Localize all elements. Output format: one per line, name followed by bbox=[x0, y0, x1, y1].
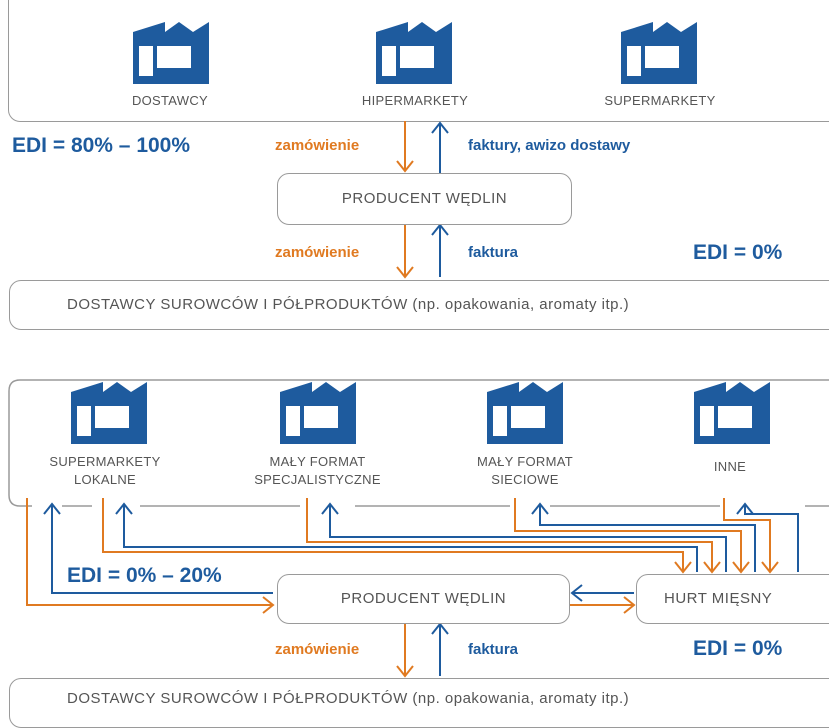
producer-box-bottom bbox=[277, 574, 570, 624]
suppliers-label-top: DOSTAWCY SUROWCÓW I PÓŁPRODUKTÓW (np. op… bbox=[67, 296, 630, 313]
order-label-bottom: zamówienie bbox=[275, 641, 360, 658]
building-icon-maly-format-specjalistyczne bbox=[280, 382, 356, 444]
edi-top: EDI = 80% – 100% bbox=[12, 134, 191, 157]
suppliers-label-bottom: DOSTAWCY SUROWCÓW I PÓŁPRODUKTÓW (np. op… bbox=[67, 690, 630, 707]
retailer-label-supermarkety: SUPERMARKETY bbox=[604, 93, 716, 108]
invoice-label-top: faktury, awizo dostawy bbox=[468, 137, 631, 154]
wholesale-label: HURT MIĘSNY bbox=[664, 590, 773, 607]
edi-bottom: EDI = 0% – 20% bbox=[67, 564, 222, 587]
order-label-top-2: zamówienie bbox=[275, 244, 360, 261]
order-flow-lines bbox=[26, 498, 779, 678]
edi-top-2: EDI = 0% bbox=[693, 241, 783, 264]
building-icon-inne bbox=[694, 382, 770, 444]
retailer-label-inne: INNE bbox=[713, 459, 747, 474]
building-icon-supermarkety bbox=[621, 22, 697, 84]
retailer-label-dostawcy: DOSTAWCY bbox=[131, 93, 209, 108]
order-arrow-2 bbox=[396, 225, 414, 279]
producer-label-bottom: PRODUCENT WĘDLIN bbox=[340, 590, 507, 607]
suppliers-box-bottom bbox=[9, 678, 829, 728]
producer-box-top bbox=[277, 173, 572, 225]
building-icon-hipermarkety bbox=[376, 22, 452, 84]
invoice-flow-lines bbox=[43, 502, 799, 676]
retailer-label-hipermarkety: HIPERMARKETY bbox=[361, 93, 469, 108]
suppliers-box-top bbox=[9, 280, 829, 330]
building-icon-maly-format-sieciowe bbox=[487, 382, 563, 444]
building-icon-supermarkety-lokalne bbox=[71, 382, 147, 444]
producer-label-top: PRODUCENT WĘDLIN bbox=[341, 190, 508, 207]
order-label-top: zamówienie bbox=[275, 137, 360, 154]
order-arrow-1 bbox=[396, 121, 414, 173]
invoice-label-bottom: faktura bbox=[468, 641, 519, 658]
invoice-label-top-2: faktura bbox=[468, 244, 519, 261]
wholesale-box bbox=[636, 574, 829, 624]
invoice-arrow-2 bbox=[431, 223, 449, 277]
building-icon-dostawcy bbox=[133, 22, 209, 84]
invoice-arrow-1 bbox=[431, 121, 449, 173]
edi-bottom-2: EDI = 0% bbox=[693, 637, 783, 660]
